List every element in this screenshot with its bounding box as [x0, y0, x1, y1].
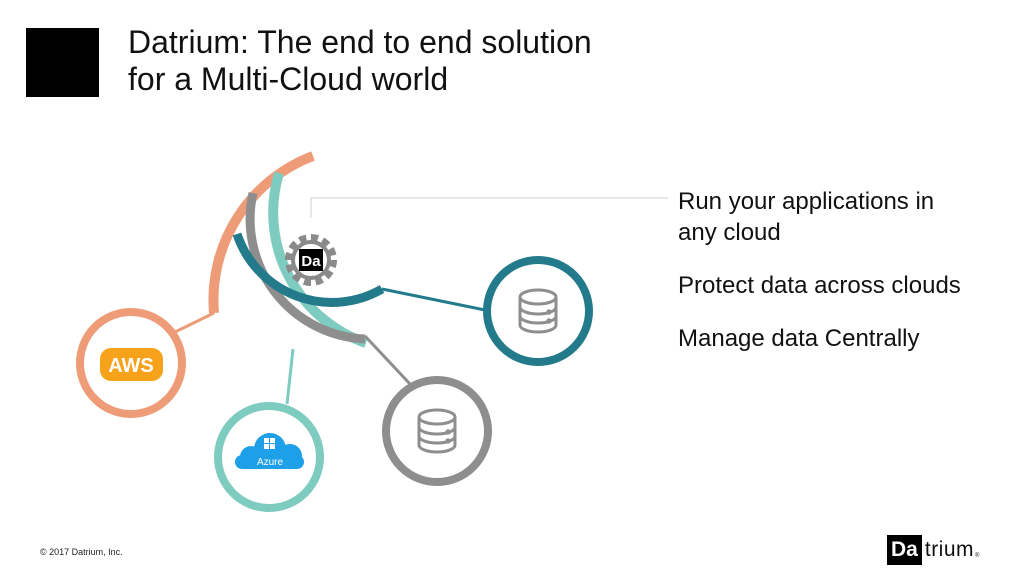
logo-block — [26, 28, 99, 97]
page-title: Datrium: The end to end solution for a M… — [128, 24, 592, 98]
connector-gray-db — [363, 334, 412, 386]
copyright-text: © 2017 Datrium, Inc. — [40, 547, 123, 557]
arc-orange — [208, 151, 315, 314]
arc-gray — [245, 192, 366, 344]
bullet-run-apps-line-2: any cloud — [678, 219, 781, 246]
aws-label: AWS — [108, 355, 154, 377]
connector-teal-db — [381, 287, 486, 312]
bullet-manage-data: Manage data Centrally — [678, 325, 920, 352]
gear-icon: Da — [285, 234, 337, 286]
title-line-2: for a Multi-Cloud world — [128, 61, 449, 97]
callout-line — [310, 197, 668, 218]
windows-logo-icon — [264, 438, 275, 449]
azure-cloud-icon: Azure — [235, 433, 304, 469]
connector-azure — [285, 348, 295, 405]
arc-teal-dark — [232, 232, 385, 307]
connector-aws — [174, 311, 215, 334]
title-line-1: Datrium: The end to end solution — [128, 24, 592, 60]
database-icon — [518, 288, 558, 334]
bullet-run-apps-line-1: Run your applications in — [678, 188, 935, 215]
hub-logo-text: Da — [301, 253, 321, 270]
teal-database-node — [483, 256, 593, 366]
gray-database-node — [382, 376, 492, 486]
brand-box: Da — [887, 535, 922, 565]
bullet-protect-data: Protect data across clouds — [678, 272, 961, 299]
datrium-logo: Da trium ® — [887, 535, 979, 565]
brand-rest: trium — [924, 538, 975, 561]
bullet-run-apps: Run your applications in any cloud — [678, 186, 934, 248]
azure-label: Azure — [257, 457, 284, 468]
brand-trademark: ® — [975, 553, 980, 559]
database-icon — [417, 408, 457, 454]
aws-logo-icon: AWS — [100, 348, 163, 381]
